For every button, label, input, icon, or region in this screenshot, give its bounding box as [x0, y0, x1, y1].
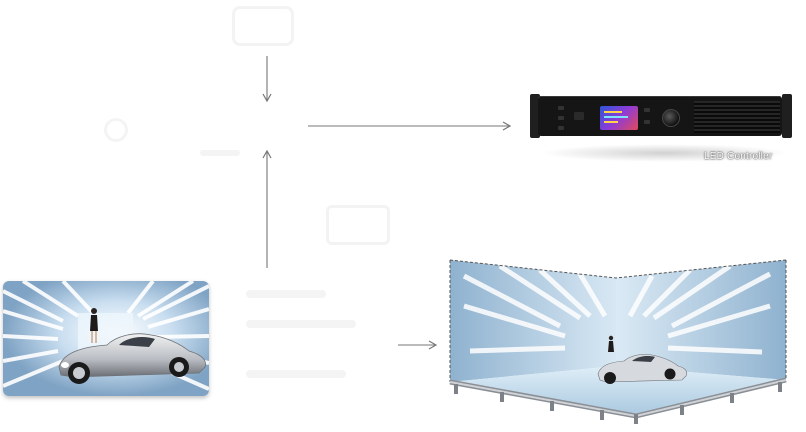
device-label: LED Controller: [704, 151, 773, 162]
led-controller-icon: [530, 92, 792, 162]
tunnel-car-photo-icon: [3, 281, 209, 396]
corner-led-wall-icon: [440, 256, 796, 426]
